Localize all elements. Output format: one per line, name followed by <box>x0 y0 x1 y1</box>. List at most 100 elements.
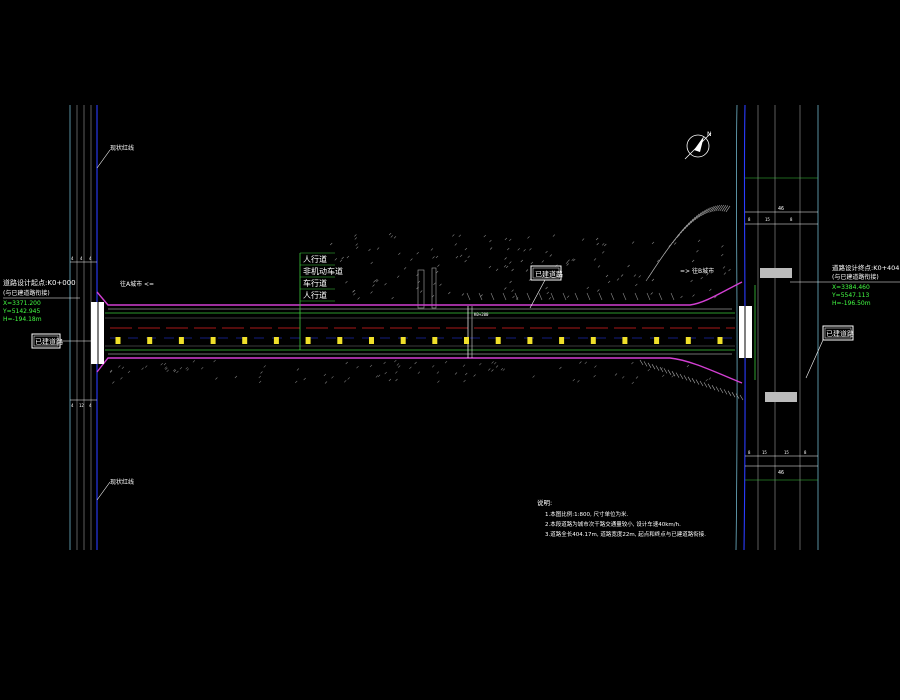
slope-hatch <box>707 206 712 214</box>
slope-hatch <box>692 215 698 222</box>
terrain-mark <box>656 259 660 263</box>
terrain-mark <box>552 234 556 237</box>
terrain-mark <box>120 377 123 380</box>
slope-hatch <box>639 359 644 366</box>
street-lamp-icon <box>654 337 660 344</box>
terrain-mark <box>416 273 419 277</box>
terrain-mark <box>334 258 338 261</box>
slope-hatch <box>659 366 664 373</box>
terrain-mark <box>332 271 335 275</box>
terrain-mark <box>393 236 397 239</box>
terrain-mark <box>461 293 465 296</box>
terrain-mark <box>215 377 218 380</box>
terrain-mark <box>464 372 468 376</box>
terrain-mark <box>647 368 651 372</box>
terrain-mark <box>263 365 266 368</box>
left-label-line-3: X=3371.200 <box>3 300 41 307</box>
terrain-mark <box>505 265 509 269</box>
north-arrow-icon: N <box>684 131 712 160</box>
terrain-mark <box>572 258 576 262</box>
slope-hatch <box>687 376 692 382</box>
terrain-mark <box>700 276 703 280</box>
terrain-mark <box>671 374 674 378</box>
right-label-line-4: Y=5547.113 <box>831 292 870 299</box>
terrain-mark <box>455 255 459 259</box>
left-box-label: 已建道路 <box>35 337 63 346</box>
road-top-edge <box>96 281 743 306</box>
terrain-mark <box>375 375 379 378</box>
terrain-mark <box>448 291 451 295</box>
terrain-mark <box>572 378 576 382</box>
slope-hatch <box>682 224 688 232</box>
right-direction-label: => 往B城市 <box>680 267 714 275</box>
terrain-mark <box>127 370 131 374</box>
mid-box-label: 已建道路 <box>535 270 563 279</box>
slope-hatch <box>538 292 543 301</box>
slope-hatch <box>703 382 708 388</box>
terrain-mark <box>322 256 326 259</box>
terrain-mark <box>410 258 413 261</box>
street-lamp-icon <box>464 337 469 344</box>
slope-hatch <box>699 380 704 387</box>
slope-hatch <box>651 364 656 370</box>
terrain-mark <box>343 380 347 383</box>
street-lamp-icon <box>242 337 248 344</box>
terrain-mark <box>631 361 634 365</box>
terrain-mark <box>601 243 605 246</box>
terrain-mark <box>635 283 638 287</box>
street-lamp-icon <box>305 337 311 344</box>
left-dim-top-3: 4 <box>89 256 92 261</box>
terrain-mark <box>432 256 435 259</box>
street-lamp-icon <box>432 337 438 344</box>
terrain-mark <box>581 238 585 241</box>
slope-hatch <box>723 389 728 395</box>
terrain-mark <box>502 368 506 371</box>
terrain-mark <box>437 380 440 383</box>
street-lamp-icon <box>115 337 121 344</box>
terrain-mark <box>172 368 176 372</box>
terrain-mark <box>605 274 609 278</box>
left-dim-top-2: 4 <box>80 256 83 261</box>
terrain-mark <box>545 286 548 290</box>
slope-hatch <box>723 205 729 212</box>
slope-hatch <box>717 204 723 212</box>
terrain-mark <box>706 273 709 276</box>
terrain-mark <box>435 270 439 274</box>
slope-hatch <box>674 234 679 241</box>
terrain-mark <box>464 259 467 263</box>
terrain-mark <box>506 247 510 251</box>
terrain-mark <box>635 376 639 379</box>
terrain-mark <box>160 362 163 366</box>
terrain-mark <box>323 281 326 285</box>
terrain-mark <box>720 253 724 257</box>
terrain-mark <box>594 365 597 368</box>
slope-hatch <box>684 222 690 229</box>
slope-hatch <box>690 216 696 224</box>
terrain-mark <box>345 280 348 284</box>
right-dim-top-2: 15 <box>765 217 770 222</box>
terrain-mark <box>541 260 545 263</box>
street-lamp-icon <box>210 337 216 344</box>
slope-hatch <box>634 292 639 301</box>
slope-hatch <box>727 390 732 396</box>
svg-text:N: N <box>707 131 712 138</box>
terrain-mark <box>651 278 655 282</box>
terrain-mark <box>323 373 327 377</box>
terrain-hatching <box>109 204 744 401</box>
terrain-mark <box>595 237 599 241</box>
terrain-mark <box>355 246 359 249</box>
terrain-mark <box>173 369 177 373</box>
slope-hatch <box>478 292 483 301</box>
terrain-mark <box>430 248 434 251</box>
terrain-mark <box>504 237 508 241</box>
left-label-line-4: Y=5142.945 <box>2 308 41 315</box>
terrain-mark <box>527 236 530 239</box>
terrain-mark <box>604 243 607 247</box>
terrain-mark <box>559 366 562 370</box>
structure-outline <box>417 269 425 309</box>
slope-hatch <box>707 383 712 389</box>
terrain-mark <box>462 364 466 367</box>
terrain-mark <box>597 289 600 292</box>
terrain-mark <box>346 255 350 259</box>
